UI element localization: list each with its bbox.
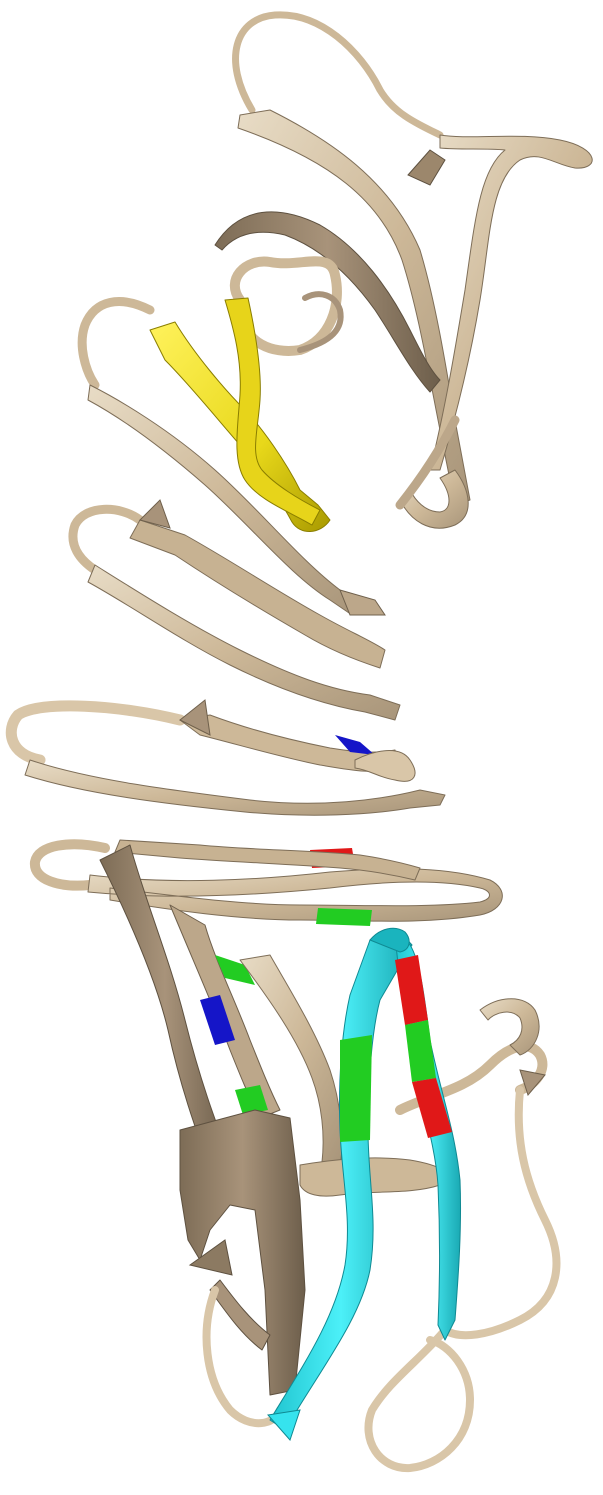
red-patch-2 — [395, 955, 428, 1025]
connector-bottom-middle — [300, 1158, 448, 1196]
green-patch-4 — [340, 1035, 372, 1142]
middle-hairpins — [11, 500, 502, 926]
loop-bottom-right-long — [445, 1090, 556, 1335]
green-patch-5 — [405, 1020, 436, 1082]
strand-yellow-twist — [225, 298, 320, 525]
loop-bottom-right-knot — [368, 1330, 470, 1468]
loop-mid-2 — [73, 509, 140, 570]
bottom-domain — [100, 845, 556, 1468]
sheet-bottom-left — [180, 1110, 305, 1395]
cyan-bottom-arrow — [268, 1410, 300, 1440]
arrow-head-top — [408, 150, 445, 185]
loop-yellow-left — [82, 302, 150, 385]
green-patch-1 — [316, 908, 372, 926]
loop-mid-3 — [11, 706, 180, 760]
strand-bottom-left-lower — [210, 1280, 270, 1350]
